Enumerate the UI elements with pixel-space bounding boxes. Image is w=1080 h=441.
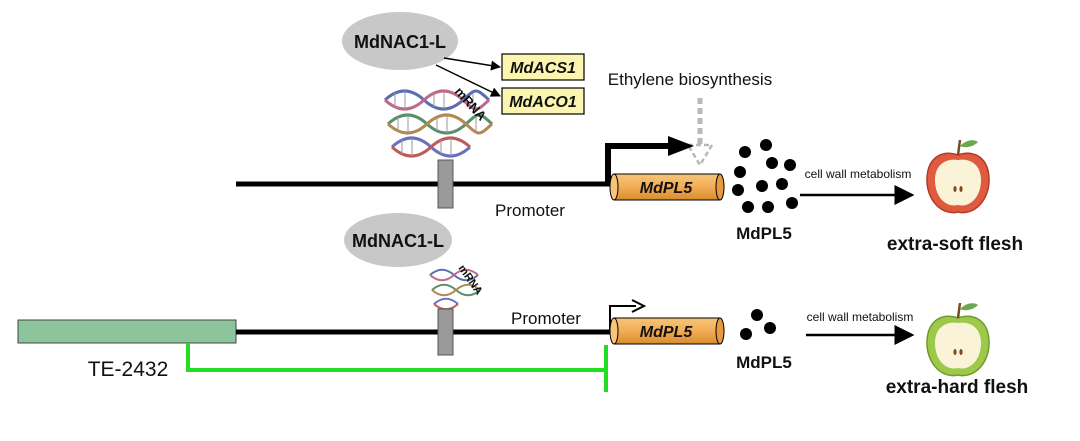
target-gene-box-aco1 xyxy=(501,87,585,115)
binding-site-top xyxy=(437,159,454,209)
target-gene-box-acs1 xyxy=(501,53,585,81)
bottom-pathway: MdNAC1-L mRNA TE-2432 Promoter M xyxy=(17,213,1029,398)
protein-dots-bottom xyxy=(740,309,776,340)
tf-label: MdNAC1-L xyxy=(354,32,446,52)
tf-ellipse-bottom xyxy=(344,213,452,267)
tf-label-bottom: MdNAC1-L xyxy=(352,231,444,251)
process-label-top: cell wall metabolism xyxy=(805,167,912,181)
target-gene-label-acs1: MdACS1 xyxy=(510,60,576,77)
protein-dots-top xyxy=(732,139,798,213)
apple-red-icon xyxy=(926,139,990,214)
process-label-bottom: cell wall metabolism xyxy=(807,310,914,324)
arrow-to-aco1 xyxy=(435,64,501,97)
gene-label-top: MdPL5 xyxy=(640,180,694,197)
gene-label-bottom: MdPL5 xyxy=(640,324,694,341)
tf-ellipse xyxy=(342,12,458,70)
phenotype-label-bottom: extra-hard flesh xyxy=(886,377,1029,398)
te-box xyxy=(17,319,237,344)
tss-arrow-top xyxy=(605,136,694,184)
ethylene-dashed-arrow xyxy=(685,98,715,168)
apple-green-icon xyxy=(926,302,990,377)
te-inhibition-line xyxy=(186,343,608,392)
phenotype-label-top: extra-soft flesh xyxy=(887,234,1023,255)
target-gene-label-aco1: MdACO1 xyxy=(509,94,577,111)
tss-arrow-bottom xyxy=(609,299,647,332)
promoter-label-bottom: Promoter xyxy=(511,309,581,328)
te-label: TE-2432 xyxy=(88,358,169,381)
promoter-label-top: Promoter xyxy=(495,201,565,220)
protein-label-bottom: MdPL5 xyxy=(736,353,792,372)
gene-box-top xyxy=(609,173,725,201)
gene-box-bottom xyxy=(609,317,725,345)
ethylene-label: Ethylene biosynthesis xyxy=(608,70,772,89)
mrna-helix xyxy=(383,89,494,158)
top-pathway: MdNAC1-L MdACS1 MdACO1 xyxy=(236,12,1023,255)
binding-site-bottom xyxy=(437,308,454,356)
protein-label-top: MdPL5 xyxy=(736,224,792,243)
arrow-to-acs1 xyxy=(443,57,501,71)
